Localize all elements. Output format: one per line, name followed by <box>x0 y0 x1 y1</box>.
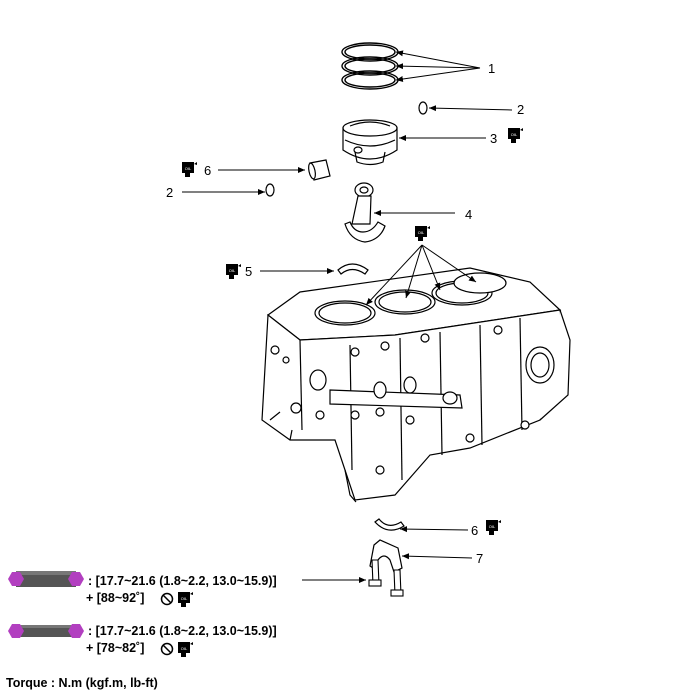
piston <box>342 119 398 166</box>
cylinder-block <box>261 267 571 503</box>
torque-spec-2-line2: + [78~82˚] <box>86 641 145 655</box>
torque-spec-1-line2: + [88~92˚] <box>86 591 145 605</box>
do-not-reuse-icon <box>160 642 174 656</box>
piston-rings <box>341 42 399 90</box>
callout-3: 3 <box>490 131 498 146</box>
torque-units-note: Torque : N.m (kgf.m, lb-ft) <box>6 676 158 690</box>
bearing-upper <box>337 263 369 275</box>
engine-oil-icon: OIL <box>508 128 523 143</box>
leader-lines <box>182 50 513 583</box>
connecting-rod <box>344 182 386 243</box>
engine-oil-icon: OIL <box>226 264 241 279</box>
engine-oil-icon: OIL <box>486 520 501 535</box>
svg-text:OIL: OIL <box>181 596 188 601</box>
engine-oil-icon: OIL <box>178 592 193 607</box>
callout-2-lower: 2 <box>166 185 174 200</box>
bearing-lower <box>374 518 405 531</box>
engine-oil-icon: OIL <box>182 162 197 177</box>
svg-text:OIL: OIL <box>181 646 188 651</box>
torque-spec-2-line1: : [17.7~21.6 (1.8~2.2, 13.0~15.9)] <box>88 624 277 638</box>
callout-6-lower: 6 <box>471 523 479 538</box>
bolt-icon <box>8 571 84 587</box>
svg-text:OIL: OIL <box>511 132 518 137</box>
callout-6-upper: 6 <box>204 163 212 178</box>
callout-4: 4 <box>465 207 473 222</box>
engine-oil-icon: OIL <box>178 642 193 657</box>
callout-1: 1 <box>488 61 496 76</box>
snap-ring-upper <box>418 101 428 115</box>
engine-oil-icon: OIL <box>415 226 430 241</box>
bolt-icon <box>8 624 84 638</box>
svg-text:OIL: OIL <box>229 268 236 273</box>
callout-7: 7 <box>476 551 484 566</box>
svg-text:OIL: OIL <box>489 524 496 529</box>
torque-spec-1-line1: : [17.7~21.6 (1.8~2.2, 13.0~15.9)] <box>88 574 277 588</box>
svg-text:OIL: OIL <box>185 166 192 171</box>
callout-2-upper: 2 <box>517 102 525 117</box>
do-not-reuse-icon <box>160 592 174 606</box>
snap-ring-lower <box>265 183 275 197</box>
callout-5: 5 <box>245 264 253 279</box>
svg-text:OIL: OIL <box>418 230 425 235</box>
piston-pin <box>308 159 331 181</box>
cap-bolts <box>368 559 404 597</box>
